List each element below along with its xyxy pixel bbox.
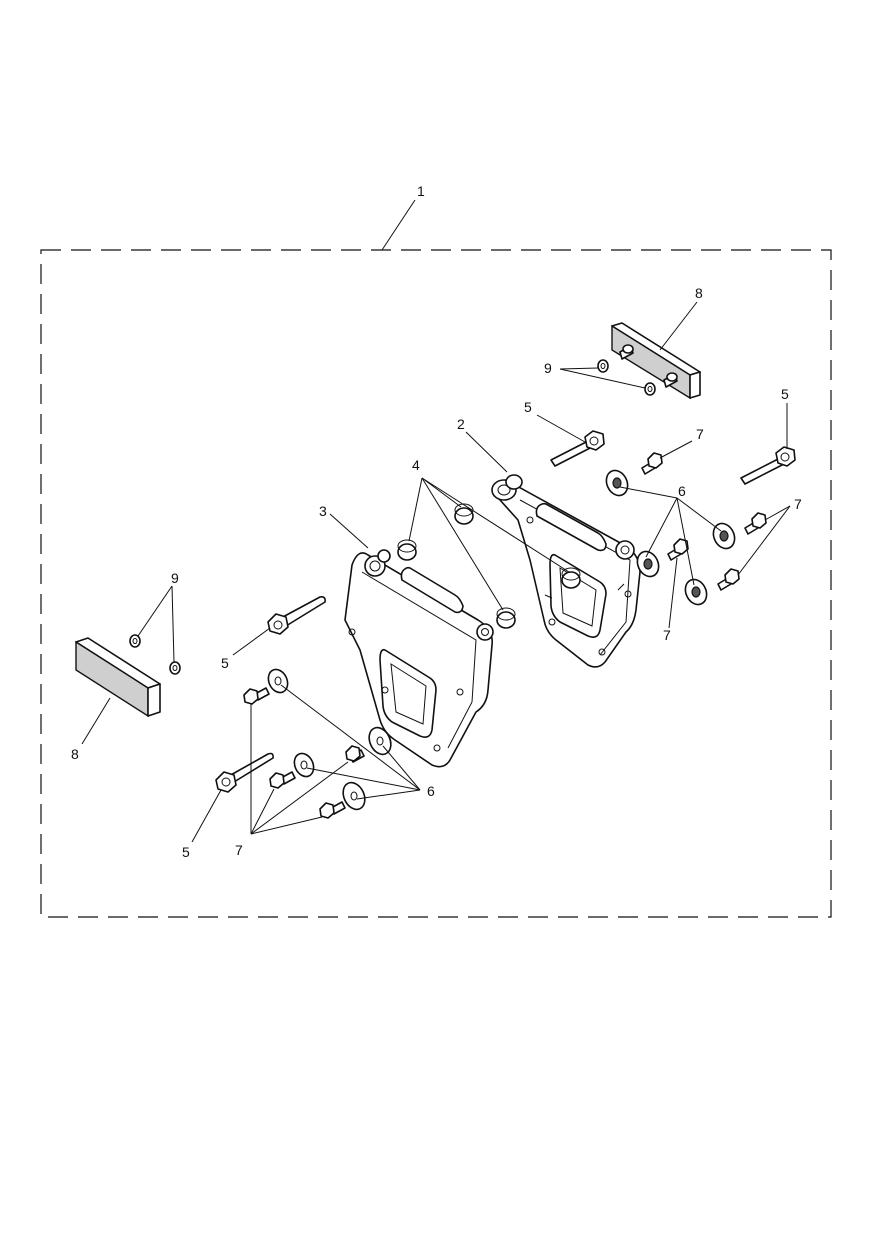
pad-left: [75, 637, 161, 718]
callout-8b: 8: [695, 285, 703, 301]
callout-4: 4: [412, 457, 420, 473]
callout-5b: 5: [182, 844, 190, 860]
callout-5c: 5: [524, 399, 532, 415]
callout-1: 1: [417, 183, 425, 199]
callout-2: 2: [457, 416, 465, 432]
spacers: [397, 503, 581, 629]
pad-right: [611, 322, 701, 400]
callout-5a: 5: [221, 655, 229, 671]
callout-8a: 8: [71, 746, 79, 762]
callout-6a: 6: [427, 783, 435, 799]
callout-3: 3: [319, 503, 327, 519]
callout-5d: 5: [781, 386, 789, 402]
leader-lines: [81, 199, 791, 843]
short-bolts: [243, 452, 767, 819]
callout-7d: 7: [663, 627, 671, 643]
kit-boundary: [40, 249, 832, 918]
callout-7a: 7: [235, 842, 243, 858]
callout-labels: 1 2 3 4 5 5 5 5 6 6 7 7 7 7 8 8 9 9: [71, 183, 802, 860]
bracket-right: [491, 474, 641, 668]
callout-7b: 7: [696, 426, 704, 442]
bracket-left: [344, 549, 494, 768]
nuts: [129, 359, 656, 675]
callout-9a: 9: [171, 570, 179, 586]
callout-7c: 7: [794, 496, 802, 512]
callout-6b: 6: [678, 483, 686, 499]
callout-9b: 9: [544, 360, 552, 376]
